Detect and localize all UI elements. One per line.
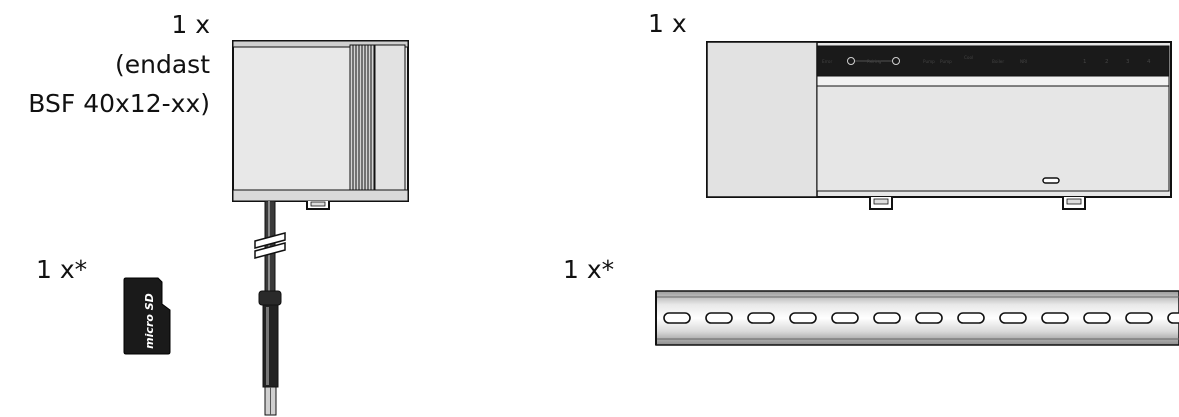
- svg-text:Pump: Pump: [923, 59, 935, 64]
- microsd-logo-text: micro SD: [143, 293, 156, 349]
- svg-text:Pairing: Pairing: [867, 59, 882, 64]
- microsd-card-illustration: micro SD: [123, 277, 171, 355]
- power-supply-quantity: 1 x: [171, 10, 210, 39]
- din-rail-quantity: 1 x*: [563, 255, 615, 284]
- power-supply-note-line1: (endast: [115, 50, 210, 79]
- power-supply-illustration: [232, 40, 409, 416]
- svg-text:2: 2: [1105, 59, 1109, 65]
- din-rail-illustration: [655, 290, 1179, 346]
- svg-text:NRI: NRI: [1020, 59, 1027, 64]
- svg-text:Pump: Pump: [940, 59, 952, 64]
- svg-text:1: 1: [1083, 59, 1087, 65]
- controller-base-illustration: Error Pump Pump Cool Boiler NRI Pairing …: [706, 41, 1172, 210]
- power-supply-note-line2: BSF 40x12-xx): [28, 89, 210, 118]
- controller-quantity: 1 x: [648, 9, 687, 38]
- svg-text:Cool: Cool: [964, 55, 973, 60]
- svg-text:Boiler: Boiler: [992, 59, 1004, 64]
- svg-text:4: 4: [1147, 59, 1151, 65]
- svg-text:Error: Error: [822, 59, 832, 64]
- sd-card-quantity: 1 x*: [36, 255, 88, 284]
- svg-text:3: 3: [1126, 59, 1130, 65]
